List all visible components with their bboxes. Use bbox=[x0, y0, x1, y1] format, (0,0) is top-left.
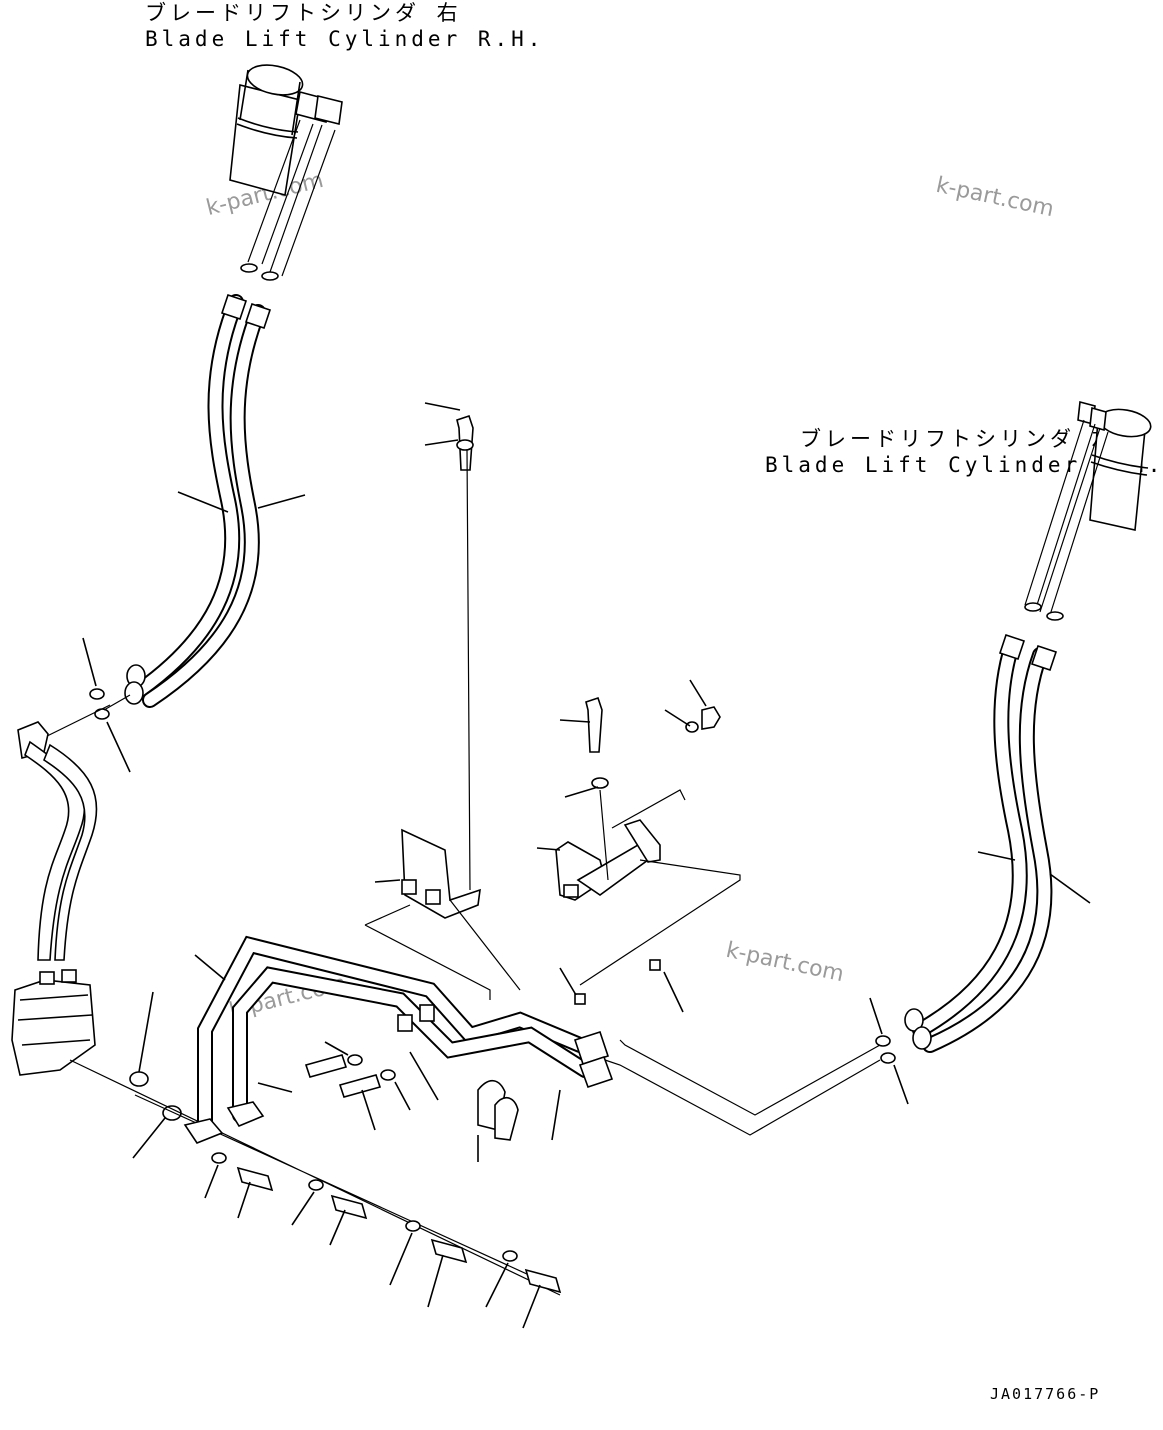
o-ring bbox=[94, 708, 110, 720]
right-cylinder-label-en: Blade Lift Cylinder R.H. bbox=[145, 27, 545, 51]
hose-rh bbox=[124, 293, 306, 708]
drawing-code: JA017766-P bbox=[990, 1385, 1101, 1403]
o-ring bbox=[880, 1052, 896, 1064]
bracket-right bbox=[555, 789, 881, 1136]
right-cylinder-label-jp: ブレードリフトシリンダ 右 bbox=[145, 1, 462, 25]
o-ring bbox=[129, 1071, 149, 1087]
control-valve bbox=[11, 721, 98, 1076]
bolt-set-lower bbox=[204, 1041, 562, 1329]
steel-tube-assembly bbox=[183, 935, 614, 1144]
o-ring bbox=[875, 1035, 891, 1047]
bracket-left bbox=[364, 828, 521, 1000]
hose-lh bbox=[904, 633, 1091, 1053]
cylinder-lh bbox=[1024, 400, 1152, 621]
o-ring bbox=[162, 1105, 182, 1121]
bolt-set-upper bbox=[374, 402, 721, 891]
clamp-set bbox=[409, 959, 684, 1162]
cylinder-rh bbox=[229, 64, 343, 281]
o-ring bbox=[89, 688, 105, 700]
